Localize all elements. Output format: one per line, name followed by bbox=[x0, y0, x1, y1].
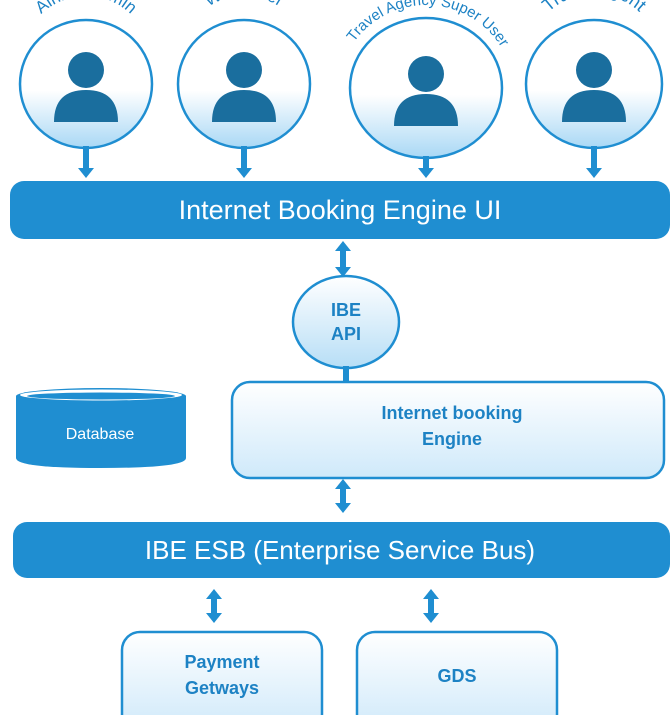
booking-engine-box bbox=[230, 380, 666, 480]
payment-label-line2: Getways bbox=[185, 678, 259, 698]
api-label-line1: IBE bbox=[331, 300, 361, 320]
gds-box bbox=[355, 630, 559, 715]
user-web-user: Web User bbox=[176, 0, 312, 150]
double-arrow-icon bbox=[206, 589, 222, 623]
ibe-api: IBE API bbox=[291, 274, 401, 370]
ui-bar-label: Internet Booking Engine UI bbox=[179, 195, 502, 225]
payment-box bbox=[120, 630, 324, 715]
arrow-down-icon bbox=[418, 156, 434, 178]
ui-bar-box bbox=[10, 181, 670, 239]
api-label-line2: API bbox=[331, 324, 361, 344]
double-arrow-icon bbox=[335, 479, 351, 513]
api-circle bbox=[291, 274, 401, 370]
gds: GDS bbox=[355, 630, 559, 715]
user-travel-agent: Travel Agent bbox=[524, 0, 664, 150]
booking-engine-label-line2: Engine bbox=[422, 429, 482, 449]
user-airline-admin: Airline Admin bbox=[18, 0, 154, 150]
arrow-down-icon bbox=[236, 146, 252, 178]
ui-bar: Internet Booking Engine UI bbox=[10, 181, 670, 239]
esb-bar-label: IBE ESB (Enterprise Service Bus) bbox=[145, 535, 535, 565]
user-label: Web User bbox=[202, 0, 288, 10]
double-arrow-icon bbox=[423, 589, 439, 623]
database-icon bbox=[16, 388, 186, 468]
user-icon bbox=[212, 52, 276, 122]
database-label: Database bbox=[66, 426, 135, 443]
user-icon bbox=[562, 52, 626, 122]
payment-gateways: Payment Getways bbox=[120, 630, 324, 715]
double-arrow-icon bbox=[335, 241, 351, 277]
arrow-down-icon bbox=[78, 146, 94, 178]
user-icon bbox=[394, 56, 458, 126]
arrow-down-icon bbox=[586, 146, 602, 178]
api-engine-connector bbox=[343, 366, 349, 382]
esb-bar: IBE ESB (Enterprise Service Bus) bbox=[13, 522, 670, 578]
booking-engine: Internet booking Engine bbox=[230, 380, 666, 480]
user-to-ui-arrows bbox=[78, 146, 602, 178]
payment-label-line1: Payment bbox=[184, 652, 259, 672]
user-label: Airline Admin bbox=[31, 0, 140, 17]
user-label: Travel Agent bbox=[538, 0, 650, 15]
gds-label: GDS bbox=[437, 666, 476, 686]
user-travel-agency-super-user: Travel Agency Super User bbox=[344, 0, 512, 160]
database: Database bbox=[16, 388, 186, 468]
esb-bar-box bbox=[13, 522, 670, 578]
booking-engine-label-line1: Internet booking bbox=[382, 403, 523, 423]
user-icon bbox=[54, 52, 118, 122]
